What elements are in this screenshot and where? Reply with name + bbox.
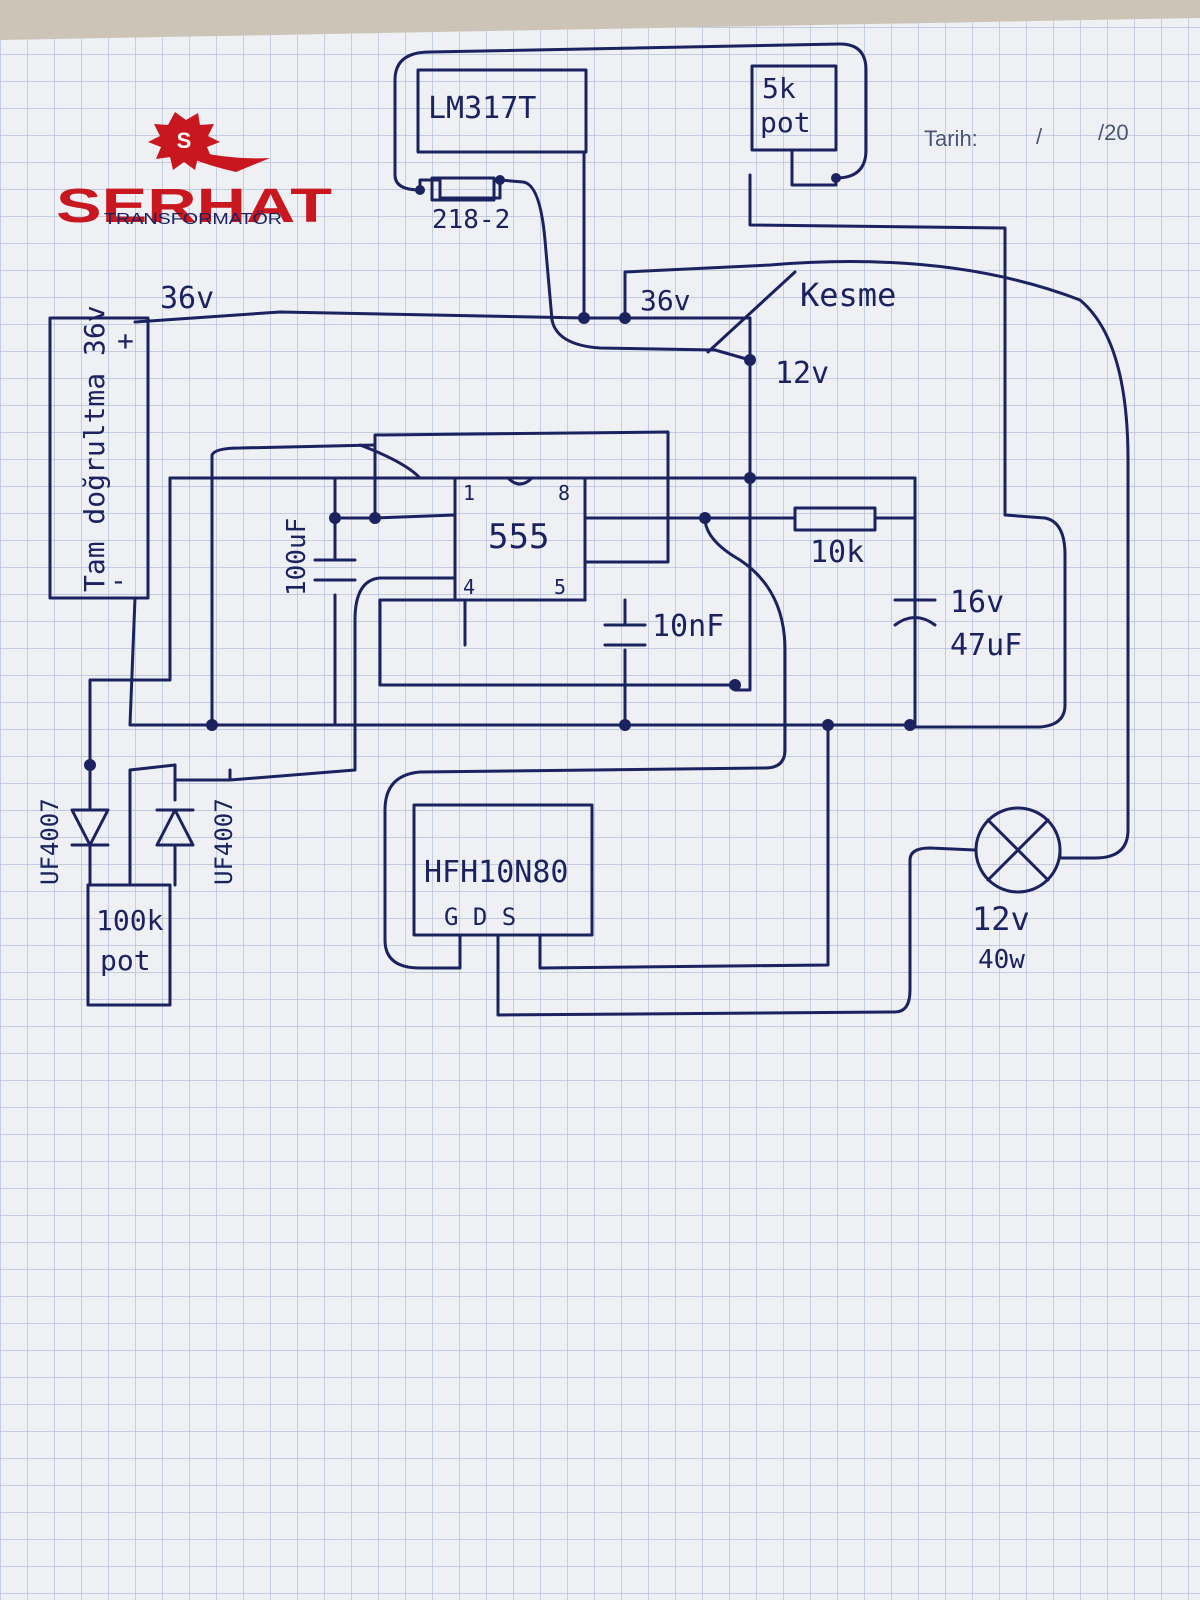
label-pin-4: 4	[463, 575, 475, 599]
label-pot-5k-2: pot	[760, 106, 811, 139]
label-pin-8: 8	[558, 481, 570, 505]
rectifier-box	[48, 316, 150, 600]
label-diode-2: UF4007	[210, 798, 238, 885]
junction-dots	[84, 173, 916, 771]
components	[48, 64, 1062, 1007]
logo-subtitle: TRANSFORMATÖR	[104, 210, 282, 228]
pot-5k-box	[750, 64, 838, 152]
label-12v: 12v	[775, 356, 829, 391]
diode-uf4007-left	[70, 808, 110, 847]
resistor-10k	[793, 506, 877, 532]
logo-badge-letter: S	[177, 128, 192, 153]
label-pot-100k-2: pot	[100, 944, 151, 977]
label-lamp-1: 12v	[972, 900, 1030, 938]
label-rectifier: Tam doğrultma 36v	[78, 305, 111, 592]
label-plus: +	[117, 324, 134, 357]
label-cap-47-2: 47uF	[950, 628, 1022, 663]
diode-uf4007-right	[155, 808, 195, 847]
pot-100k-box	[86, 883, 172, 1007]
brand-logo: S SERHAT TRANSFORMATÖR	[56, 112, 332, 233]
label-mosfet-pins: G D S	[444, 903, 516, 931]
label-minus: -	[110, 564, 127, 597]
label-res-10k: 10k	[810, 535, 864, 570]
date-field: Tarih: / /20	[924, 120, 1129, 151]
label-pot-100k-1: 100k	[96, 904, 164, 937]
resistor-218-2	[430, 176, 496, 202]
lm317t-box	[416, 68, 588, 154]
mosfet-box	[412, 803, 594, 937]
label-cap-10nf: 10nF	[652, 609, 724, 644]
label-pin-1: 1	[463, 481, 475, 505]
label-cap-100uf: 100uF	[282, 518, 312, 596]
label-36v-mid: 36v	[640, 284, 691, 317]
date-label: Tarih:	[924, 126, 978, 151]
label-diode-1: UF4007	[36, 798, 64, 885]
label-cap-47-1: 16v	[950, 585, 1004, 620]
labels: LM317T 218-2 5k pot 36v 36v Kesme 12v Ta…	[36, 72, 1030, 977]
label-resistor-218-2: 218-2	[432, 205, 510, 235]
logo-swoosh-icon	[190, 150, 270, 172]
date-year: /20	[1098, 120, 1129, 145]
label-lm317t: LM317T	[428, 91, 536, 126]
label-pin-5: 5	[554, 575, 566, 599]
label-lamp-2: 40w	[978, 945, 1025, 975]
logo-name: SERHAT	[56, 180, 332, 233]
label-mosfet: HFH10N80	[424, 855, 569, 890]
label-cut: Kesme	[800, 276, 896, 314]
ic-555-box	[453, 476, 587, 602]
label-pot-5k-1: 5k	[762, 72, 796, 105]
label-36v-left: 36v	[160, 281, 214, 316]
label-555: 555	[488, 517, 549, 557]
date-slash: /	[1036, 124, 1043, 149]
